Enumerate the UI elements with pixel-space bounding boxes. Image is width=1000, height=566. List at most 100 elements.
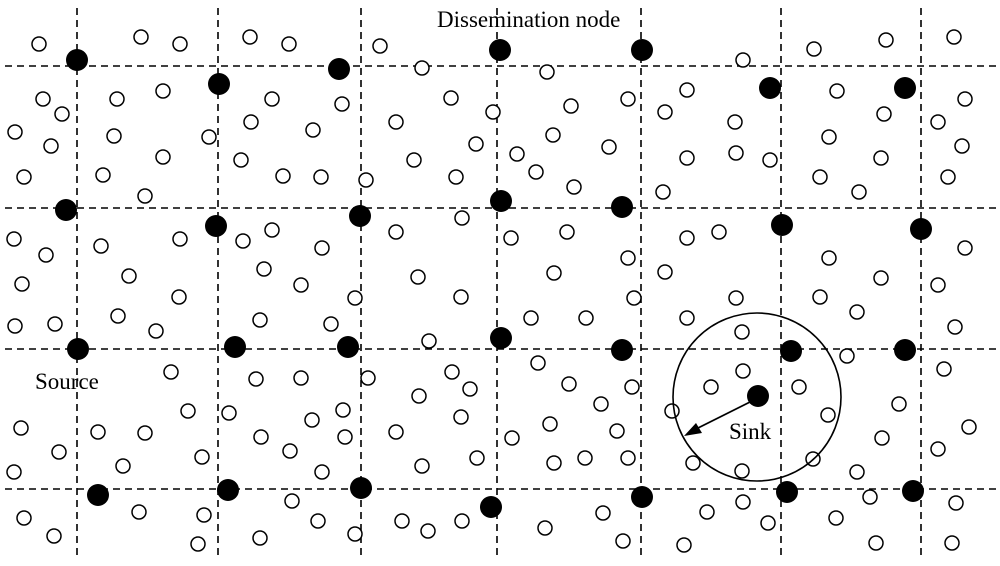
sensor-node: [194, 449, 210, 465]
dissemination-node: [328, 58, 350, 80]
dissemination-node: [349, 205, 371, 227]
sensor-node: [655, 184, 671, 200]
sensor-node: [155, 149, 171, 165]
sensor-node: [961, 419, 977, 435]
sensor-node: [411, 388, 427, 404]
dissemination-node: [780, 340, 802, 362]
sensor-node: [821, 129, 837, 145]
sensor-node: [940, 169, 956, 185]
sensor-node: [703, 379, 719, 395]
sensor-node: [264, 222, 280, 238]
sensor-node: [685, 455, 701, 471]
sensor-node: [406, 152, 422, 168]
sensor-node: [414, 458, 430, 474]
sensor-node: [468, 136, 484, 152]
sensor-node: [676, 537, 692, 553]
sink-node: [747, 385, 769, 407]
sensor-node: [509, 146, 525, 162]
dissemination-node: [480, 496, 502, 518]
sensor-node: [728, 290, 744, 306]
sensor-node: [242, 29, 258, 45]
sensor-node: [43, 138, 59, 154]
sensor-node: [601, 139, 617, 155]
dissemination-node: [55, 199, 77, 221]
sensor-node: [314, 464, 330, 480]
sensor-node: [957, 240, 973, 256]
dissemination-node: [759, 77, 781, 99]
sensor-node: [313, 169, 329, 185]
sensor-node: [546, 265, 562, 281]
sensor-node: [735, 52, 751, 68]
sensor-node: [180, 403, 196, 419]
sensor-node: [110, 308, 126, 324]
sensor-node: [196, 507, 212, 523]
sensor-node: [35, 91, 51, 107]
sensor-node: [821, 250, 837, 266]
sensor-node: [734, 463, 750, 479]
sensor-node: [133, 29, 149, 45]
sensor-node: [566, 179, 582, 195]
sensor-node: [121, 268, 137, 284]
sensor-node: [264, 91, 280, 107]
sensor-node: [595, 505, 611, 521]
sensor-node: [293, 277, 309, 293]
sensor-node: [734, 324, 750, 340]
dissemination-node: [611, 196, 633, 218]
sensor-node: [171, 289, 187, 305]
sensor-node: [109, 91, 125, 107]
sensor-node: [948, 495, 964, 511]
sensor-node: [851, 184, 867, 200]
dissemination-node: [205, 215, 227, 237]
sensor-node: [6, 231, 22, 247]
sensor-node: [469, 450, 485, 466]
dissemination-node: [490, 327, 512, 349]
sensor-node: [820, 407, 836, 423]
sensor-node: [281, 36, 297, 52]
dissemination-node: [67, 338, 89, 360]
sensor-node: [936, 361, 952, 377]
dissemination-node: [631, 39, 653, 61]
sensor-node: [334, 96, 350, 112]
sensor-node: [829, 83, 845, 99]
sensor-node: [523, 310, 539, 326]
source-label: Source: [35, 369, 99, 394]
sensor-node: [849, 464, 865, 480]
sensor-node: [282, 443, 298, 459]
dissemination-node: [66, 49, 88, 71]
sensor-node: [946, 29, 962, 45]
sensor-node: [305, 122, 321, 138]
sensor-node: [293, 370, 309, 386]
sensor-node: [221, 405, 237, 421]
sensor-node: [537, 520, 553, 536]
sensor-node: [530, 355, 546, 371]
sensor-node: [727, 114, 743, 130]
dissemination-node: [87, 484, 109, 506]
sensor-node: [16, 169, 32, 185]
sensor-node: [7, 318, 23, 334]
sensor-node: [849, 304, 865, 320]
sensor-node: [679, 150, 695, 166]
dissemination-node: [337, 336, 359, 358]
sensor-node: [930, 441, 946, 457]
sensor-node: [335, 402, 351, 418]
sensor-node: [235, 233, 251, 249]
sensor-node: [563, 98, 579, 114]
sensor-node: [172, 231, 188, 247]
sensor-node: [252, 312, 268, 328]
sensor-node: [347, 526, 363, 542]
dissemination-node-label: Dissemination node: [437, 7, 620, 32]
dissemination-node: [894, 339, 916, 361]
sensor-node: [172, 36, 188, 52]
sensor-node: [420, 523, 436, 539]
sensor-node: [828, 510, 844, 526]
sensor-node: [620, 450, 636, 466]
sensor-node: [106, 128, 122, 144]
sensor-node: [275, 168, 291, 184]
sensor-node: [323, 316, 339, 332]
sensor-node: [14, 276, 30, 292]
sensor-node: [46, 528, 62, 544]
sensor-node: [201, 129, 217, 145]
sensor-node: [38, 247, 54, 263]
sensor-node: [443, 90, 459, 106]
